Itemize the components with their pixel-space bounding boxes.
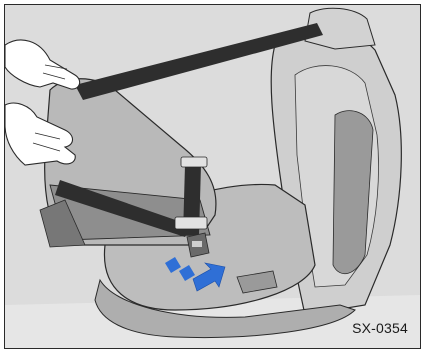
figure-frame: SX-0354 [4, 4, 421, 349]
belt-guide-mid [175, 217, 207, 229]
car-seat-illustration [5, 5, 421, 349]
seat-belt-icon [187, 233, 209, 257]
figure-code: SX-0354 [352, 320, 408, 336]
belt-guide-top [181, 157, 207, 167]
